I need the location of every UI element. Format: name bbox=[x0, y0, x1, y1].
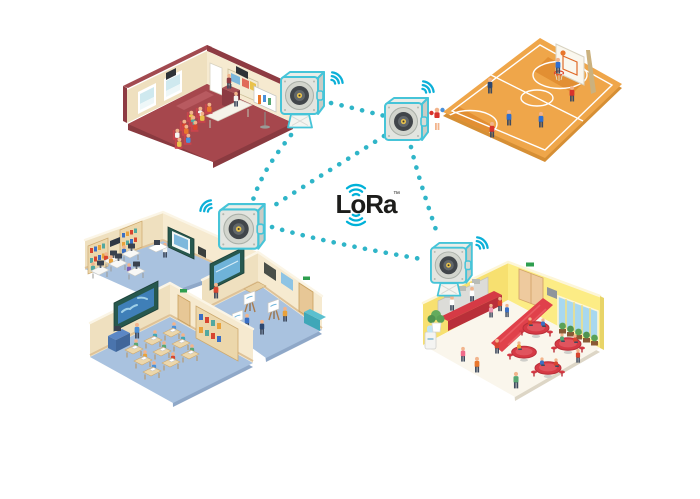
supply-table bbox=[243, 281, 267, 294]
wall-projector bbox=[236, 66, 248, 79]
speaker-top-left bbox=[280, 69, 346, 129]
water-cooler bbox=[424, 325, 437, 350]
wifi-signal-icon bbox=[417, 78, 437, 98]
scene-classroom-cluster bbox=[83, 210, 326, 407]
speaker-top-right bbox=[384, 78, 437, 141]
link-speaker2-speaker4 bbox=[408, 144, 441, 239]
speaker-bracket bbox=[287, 113, 313, 129]
map-board bbox=[113, 280, 159, 332]
easel bbox=[243, 290, 256, 313]
floor-stripe bbox=[176, 91, 214, 110]
exit-sign bbox=[526, 262, 534, 267]
lora-logo-bottom-arcs bbox=[345, 213, 367, 227]
link-speaker1-speaker2 bbox=[328, 100, 388, 119]
flipchart-screen bbox=[209, 62, 223, 96]
horn-speaker-icon bbox=[280, 71, 325, 115]
chart-stand bbox=[253, 85, 277, 129]
geography-classroom bbox=[88, 280, 255, 407]
door bbox=[177, 289, 191, 327]
teacher-desk bbox=[147, 240, 169, 253]
cork-board bbox=[264, 262, 276, 281]
lora-logo-top-arcs bbox=[345, 183, 367, 197]
player-jumping bbox=[555, 50, 566, 74]
projector bbox=[166, 68, 176, 80]
half-court-line bbox=[490, 74, 584, 122]
wifi-signal-icon bbox=[471, 234, 491, 254]
wall-end bbox=[600, 296, 604, 350]
easel bbox=[267, 298, 280, 321]
wall-cap bbox=[207, 45, 297, 92]
wall-end bbox=[123, 86, 127, 123]
teacher-podium bbox=[108, 326, 130, 352]
lora-logo-text: LoRa bbox=[336, 189, 399, 219]
computer-classroom bbox=[83, 210, 232, 303]
wifi-signal-icon bbox=[326, 69, 346, 89]
cheerleader bbox=[429, 107, 445, 130]
horn-speaker-icon bbox=[384, 97, 429, 141]
court-boundary bbox=[450, 44, 614, 151]
horn-speaker-icon bbox=[430, 241, 473, 284]
lora-logo: LoRa ™ bbox=[336, 183, 400, 227]
wall-frame bbox=[198, 246, 206, 258]
head-table bbox=[205, 99, 253, 128]
cabinet bbox=[304, 309, 326, 331]
trademark-symbol: ™ bbox=[393, 191, 400, 198]
scene-cafeteria bbox=[421, 260, 604, 401]
exit-sign bbox=[180, 289, 187, 293]
link-speaker3-speaker4 bbox=[269, 224, 430, 263]
link-speaker2-speaker3 bbox=[272, 133, 387, 208]
center-circle bbox=[520, 89, 554, 107]
speaker-bracket bbox=[436, 282, 462, 297]
wall-picture bbox=[281, 272, 293, 291]
potted-plant bbox=[427, 310, 445, 333]
wall-speaker-box bbox=[547, 287, 557, 299]
door bbox=[518, 262, 544, 309]
wifi-signal-icon bbox=[197, 197, 217, 217]
window bbox=[138, 83, 156, 114]
chef bbox=[469, 283, 475, 302]
horn-speaker-icon bbox=[217, 203, 266, 250]
exit-sign bbox=[303, 276, 310, 280]
network-links bbox=[250, 100, 441, 263]
chalkboard bbox=[209, 246, 245, 291]
art-classroom bbox=[200, 241, 326, 362]
serving-counter bbox=[440, 291, 502, 331]
bookshelf bbox=[195, 305, 239, 362]
planter-row bbox=[559, 322, 598, 346]
scene-lecture-classroom bbox=[123, 45, 297, 168]
wall-cap bbox=[123, 45, 212, 88]
chalkboard bbox=[167, 226, 195, 260]
scene-basketball-court bbox=[429, 38, 622, 162]
wall-tv bbox=[110, 237, 120, 247]
